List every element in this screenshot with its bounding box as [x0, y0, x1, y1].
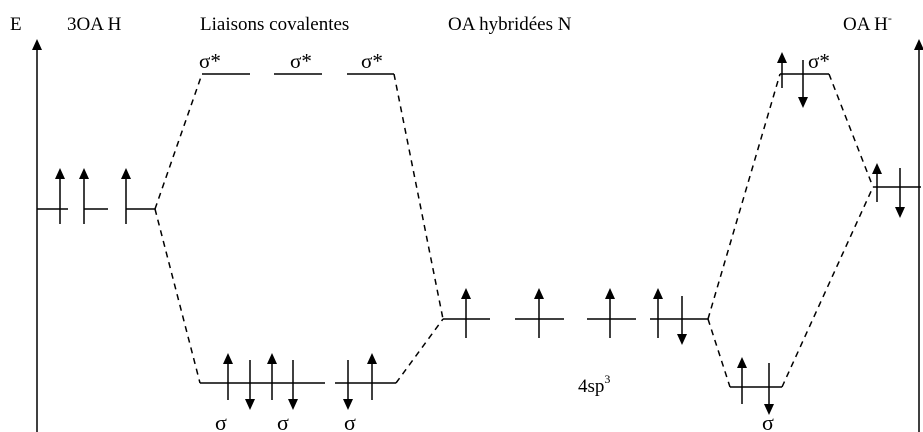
h-anion-title: OA H-	[843, 11, 892, 35]
correlation-line	[828, 73, 874, 188]
h-orbitals-title: 3OA H	[67, 14, 122, 35]
electrons-up	[55, 52, 882, 404]
correlation-lines	[154, 73, 874, 388]
sigma-star-label: σ*	[361, 49, 383, 73]
correlation-line	[707, 318, 731, 388]
correlation-line	[781, 186, 874, 388]
correlation-line	[707, 73, 781, 320]
h-anion-title-charge: -	[888, 11, 892, 25]
sigma-star-label: σ*	[808, 49, 830, 73]
electrons-down	[245, 60, 905, 415]
sigma-star-label: σ*	[290, 49, 312, 73]
correlation-line	[154, 208, 201, 384]
correlation-line	[395, 318, 444, 384]
energy-axis-label: E	[10, 14, 22, 35]
sigma-label: σ	[762, 410, 774, 432]
sigma-star-label: σ*	[199, 49, 221, 73]
h-anion-title-base: OA H	[843, 14, 888, 35]
sp3-label: 4sp3	[578, 372, 610, 397]
sigma-label: σ	[215, 410, 227, 432]
n-hybrid-title: OA hybridées N	[448, 14, 572, 35]
energy-levels	[37, 73, 921, 388]
covalent-bonds-title: Liaisons covalentes	[200, 14, 349, 35]
sigma-label: σ	[277, 410, 289, 432]
sp3-label-exponent: 3	[604, 372, 610, 386]
sigma-label: σ	[344, 410, 356, 432]
correlation-line	[154, 73, 203, 210]
sp3-label-base: 4sp	[578, 376, 604, 397]
correlation-line	[393, 73, 444, 320]
